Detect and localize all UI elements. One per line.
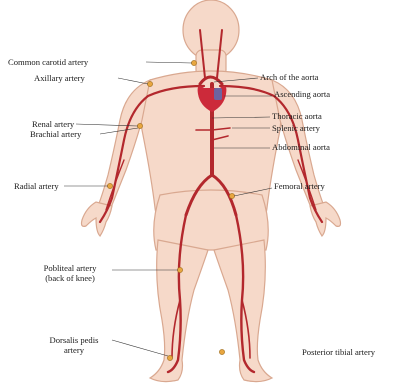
label-dorsalis-line2: artery xyxy=(36,345,112,355)
marker-femoral xyxy=(229,193,234,198)
label-popliteal-artery: Pobliteal artery (back of knee) xyxy=(30,263,110,283)
marker-popliteal xyxy=(177,267,182,272)
label-brachial-artery: Brachial artery xyxy=(30,129,81,139)
label-abdominal-aorta: Abdominal aorta xyxy=(272,142,330,152)
label-dorsalis-pedis-artery: Dorsalis pedis artery xyxy=(36,335,112,355)
marker-posterior-tibial xyxy=(219,349,224,354)
label-posterior-tibial-artery: Posterior tibial artery xyxy=(302,347,375,357)
label-popliteal-line2: (back of knee) xyxy=(30,273,110,283)
label-thoracic-aorta: Thoracic aorta xyxy=(272,111,322,121)
label-common-carotid-artery: Common carotid artery xyxy=(8,57,88,67)
label-splenic-artery: Splenic artery xyxy=(272,123,320,133)
label-renal-artery: Renal artery xyxy=(32,119,74,129)
label-ascending-aorta: Ascending aorta xyxy=(274,89,330,99)
label-popliteal-line1: Pobliteal artery xyxy=(30,263,110,273)
label-femoral-artery: Femoral artery xyxy=(274,181,325,191)
label-axillary-artery: Axillary artery xyxy=(34,73,85,83)
marker-axillary xyxy=(147,81,152,86)
label-arch-of-the-aorta: Arch of the aorta xyxy=(260,72,318,82)
marker-renal-brachial xyxy=(137,123,142,128)
marker-radial xyxy=(107,183,112,188)
label-dorsalis-line1: Dorsalis pedis xyxy=(36,335,112,345)
marker-common-carotid xyxy=(191,60,196,65)
marker-dorsalis xyxy=(167,355,172,360)
label-radial-artery: Radial artery xyxy=(14,181,59,191)
